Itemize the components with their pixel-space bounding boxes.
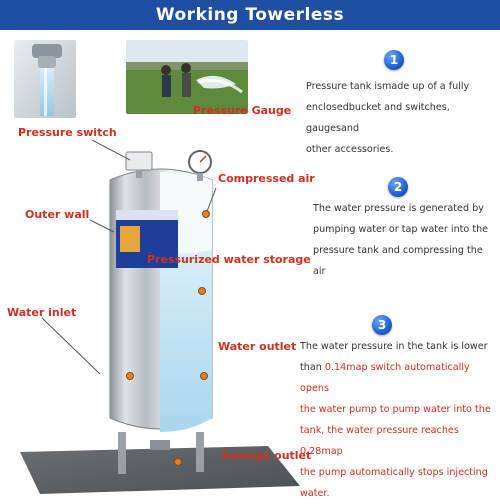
- water-inlet-marker: [126, 372, 134, 380]
- highlight-low-pressure: 0.14map switch automatically opens: [300, 362, 470, 394]
- water-volume: [160, 250, 212, 432]
- sewage-valve: [150, 440, 170, 450]
- irrigation-photo: [126, 40, 248, 114]
- step-3-line: tank, the water pressure reaches 0.28map: [300, 425, 459, 457]
- step-2-line: The water pressure is generated by: [313, 203, 484, 214]
- pressure-switch-box: [125, 151, 153, 171]
- step-3-line: than 0.14map switch automatically opens: [300, 362, 470, 394]
- step-1-line: enclosedbucket and switches, gaugesand: [306, 102, 450, 134]
- step-3-line: water.: [300, 488, 330, 499]
- label-water-outlet: Water outlet: [218, 340, 297, 353]
- label-pressure-switch: Pressure switch: [18, 126, 117, 139]
- sewage-outlet-marker: [174, 458, 182, 466]
- step-1-description: Pressure tank ismade up of a fully enclo…: [306, 76, 496, 160]
- label-pressurized-water-storage: Pressurized water storage: [147, 253, 311, 266]
- step-1-line: other accessories.: [306, 144, 394, 155]
- label-pressure-gauge: Pressure Gauge: [193, 104, 292, 117]
- step-3-line: The water pressure in the tank is lower: [300, 341, 488, 352]
- step-2-line: pressure tank and compressing the air: [313, 245, 483, 277]
- floor-mat: [20, 446, 300, 494]
- faucet-photo: [14, 40, 76, 118]
- label-compressed-air: Compressed air: [218, 172, 315, 185]
- label-water-inlet: Water inlet: [7, 306, 77, 319]
- step-3-line: the pump automatically stops injecting: [300, 467, 488, 478]
- irrigation-image: [126, 40, 248, 114]
- step-2-badge: 2: [388, 177, 408, 197]
- step-2-description: The water pressure is generated by pumpi…: [313, 198, 498, 282]
- step-2-line: pumping water or tap water into the: [313, 224, 489, 235]
- water-storage-marker: [198, 287, 206, 295]
- label-outer-wall: Outer wall: [25, 208, 90, 221]
- compressed-air-marker: [202, 210, 210, 218]
- label-sewage-outlet: Sewage outlet: [222, 449, 312, 462]
- water-outlet-marker: [200, 372, 208, 380]
- highlight-high-pressure: 0.28map: [300, 446, 343, 457]
- step-1-line: Pressure tank ismade up of a fully: [306, 81, 470, 92]
- step-3-badge: 3: [372, 315, 392, 335]
- faucet-image: [14, 40, 76, 118]
- tank-leg: [196, 432, 204, 472]
- pressure-tank-illustration: [20, 140, 300, 494]
- step-3-line: the water pump to pump water into the: [300, 404, 491, 415]
- page-title: Working Towerless: [0, 0, 500, 30]
- tank-leg: [118, 432, 126, 474]
- step-3-description: The water pressure in the tank is lower …: [300, 336, 498, 504]
- step-1-badge: 1: [384, 50, 404, 70]
